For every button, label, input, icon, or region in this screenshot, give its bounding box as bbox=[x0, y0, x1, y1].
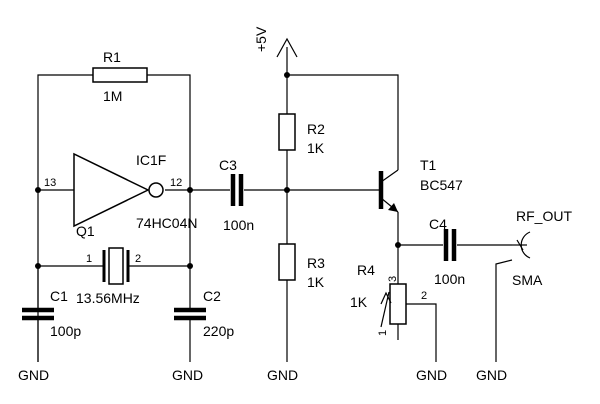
c2-ref: C2 bbox=[203, 288, 221, 304]
r2-resistor bbox=[278, 113, 296, 151]
q1-crystal bbox=[102, 247, 130, 285]
q1-ref: Q1 bbox=[76, 223, 95, 239]
ic1f-pin-out: 12 bbox=[170, 177, 182, 189]
connector-name: RF_OUT bbox=[516, 208, 572, 224]
c4-value: 100n bbox=[434, 271, 465, 287]
r4-ref: R4 bbox=[357, 262, 375, 278]
gnd-label-c2: GND bbox=[172, 367, 203, 383]
c3-capacitor bbox=[230, 174, 244, 206]
r2-ref: R2 bbox=[307, 121, 325, 137]
r4-value: 1K bbox=[350, 294, 368, 310]
c3-ref: C3 bbox=[219, 157, 237, 173]
q1-pin-2: 2 bbox=[135, 253, 141, 265]
r4-trimmer bbox=[380, 283, 407, 328]
gnd-label-r3: GND bbox=[267, 367, 298, 383]
r3-resistor bbox=[278, 243, 296, 281]
t1-transistor bbox=[378, 169, 399, 213]
r4-pin-3: 3 bbox=[387, 276, 399, 282]
r1-value: 1M bbox=[103, 88, 122, 104]
c2-value: 220p bbox=[203, 323, 234, 339]
c4-ref: C4 bbox=[429, 216, 447, 232]
gnd-label-c1: GND bbox=[18, 367, 49, 383]
c4-capacitor bbox=[443, 229, 457, 261]
c1-capacitor bbox=[22, 307, 54, 321]
r3-ref: R3 bbox=[307, 255, 325, 271]
r1-resistor bbox=[92, 67, 148, 83]
r4-pin-2: 2 bbox=[421, 290, 427, 302]
c1-ref: C1 bbox=[50, 288, 68, 304]
gnd-label-r4: GND bbox=[416, 367, 447, 383]
t1-ref: T1 bbox=[420, 157, 437, 173]
sma-connector-icon bbox=[512, 231, 531, 259]
r4-pin-1: 1 bbox=[377, 330, 389, 336]
connector-type: SMA bbox=[512, 272, 543, 288]
ic1f-inverter bbox=[73, 152, 164, 228]
c1-value: 100p bbox=[50, 323, 81, 339]
t1-part: BC547 bbox=[420, 177, 463, 193]
junctions bbox=[35, 72, 401, 269]
c2-capacitor bbox=[174, 307, 206, 321]
ic1f-part: 74HC04N bbox=[136, 215, 197, 231]
ic1f-ref: IC1F bbox=[136, 152, 166, 168]
gnd-label-sma: GND bbox=[476, 367, 507, 383]
r3-value: 1K bbox=[307, 274, 325, 290]
r2-value: 1K bbox=[307, 140, 325, 156]
q1-value: 13.56MHz bbox=[76, 290, 140, 306]
wires bbox=[37, 47, 513, 362]
supply-arrow bbox=[276, 37, 298, 58]
c3-value: 100n bbox=[223, 217, 254, 233]
supply-label: +5V bbox=[253, 26, 269, 52]
q1-pin-1: 1 bbox=[86, 253, 92, 265]
ic1f-pin-in: 13 bbox=[44, 177, 56, 189]
r1-ref: R1 bbox=[103, 49, 121, 65]
